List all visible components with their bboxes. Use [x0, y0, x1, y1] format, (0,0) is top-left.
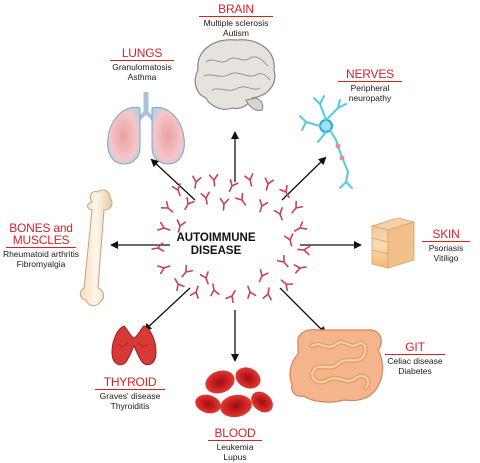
thyroid-title: THYROID: [103, 375, 157, 389]
skin-label: SKIN Psoriasis Vitiligo: [418, 228, 474, 263]
lungs-label: LUNGS Granulomatosis Asthma: [102, 47, 182, 82]
thyroid-label: THYROID Graves' disease Thyroiditis: [88, 376, 172, 411]
lungs-disease-2: Asthma: [127, 71, 157, 82]
brain-title: BRAIN: [218, 2, 254, 16]
lungs-disease-1: Granulomatosis: [112, 62, 172, 72]
thyroid-disease-1: Graves' disease: [99, 391, 161, 401]
lungs-illustration: [107, 92, 185, 165]
brain-rule: [199, 16, 273, 17]
blood-label: BLOOD Leukemia Lupus: [202, 427, 268, 462]
git-disease-1: Celiac disease: [387, 356, 443, 366]
arrow-to-lungs: [150, 158, 196, 201]
nerves-rule: [338, 81, 402, 82]
lungs-rule: [110, 60, 174, 61]
red-blood-cells-illustration: [195, 367, 273, 418]
skin-rule: [422, 241, 470, 242]
blood-disease-2: Lupus: [223, 451, 247, 462]
git-title: GIT: [405, 340, 425, 354]
skin-disease-1: Psoriasis: [428, 243, 464, 253]
center-label-line2: DISEASE: [190, 245, 242, 258]
lungs-title: LUNGS: [121, 46, 163, 60]
arrow-to-git: [279, 287, 327, 335]
git-rule: [385, 354, 445, 355]
blood-rule: [208, 440, 262, 441]
arrow-to-nerves: [281, 156, 327, 201]
brain-illustration: [194, 39, 276, 111]
center-label-line1: AUTOIMMUNE: [176, 232, 256, 244]
blood-title: BLOOD: [214, 426, 256, 440]
git-label: GIT Celiac disease Diabetes: [382, 341, 448, 376]
bones-disease-2: Fibromyalgia: [16, 258, 66, 269]
bones-disease-1: Rheumatoid arthritis: [2, 249, 80, 259]
brain-disease-2: Autism: [223, 27, 249, 38]
brain-disease-1: Multiple sclerosis: [203, 18, 269, 28]
bones-title-line1: BONES and: [9, 221, 73, 235]
thyroid-illustration: [111, 325, 157, 366]
brain-label: BRAIN Multiple sclerosis Autism: [190, 3, 282, 38]
thyroid-rule: [95, 389, 165, 390]
blood-disease-1: Leukemia: [216, 442, 254, 452]
skin-disease-2: Vitiligo: [433, 252, 459, 263]
skin-title: SKIN: [432, 227, 460, 241]
git-disease-2: Diabetes: [398, 365, 432, 376]
bone-illustration: [79, 189, 113, 307]
nerves-title: NERVES: [346, 67, 394, 81]
thyroid-disease-2: Thyroiditis: [110, 400, 150, 411]
nerves-disease-1: Peripheral: [350, 83, 390, 93]
arrow-to-thyroid: [143, 287, 191, 332]
bones-rule: [6, 247, 76, 248]
nerves-label: NERVES Peripheral neuropathy: [334, 68, 406, 103]
bones-label: BONES and MUSCLES Rheumatoid arthritis F…: [2, 222, 80, 269]
nerves-disease-2: neuropathy: [348, 92, 392, 103]
center-label: AUTOIMMUNE DISEASE: [166, 232, 266, 258]
nerve-cell-illustration: [299, 95, 353, 189]
intestine-illustration: [289, 329, 384, 403]
skin-illustration: [370, 217, 416, 269]
bones-title-line2: MUSCLES: [12, 233, 70, 247]
